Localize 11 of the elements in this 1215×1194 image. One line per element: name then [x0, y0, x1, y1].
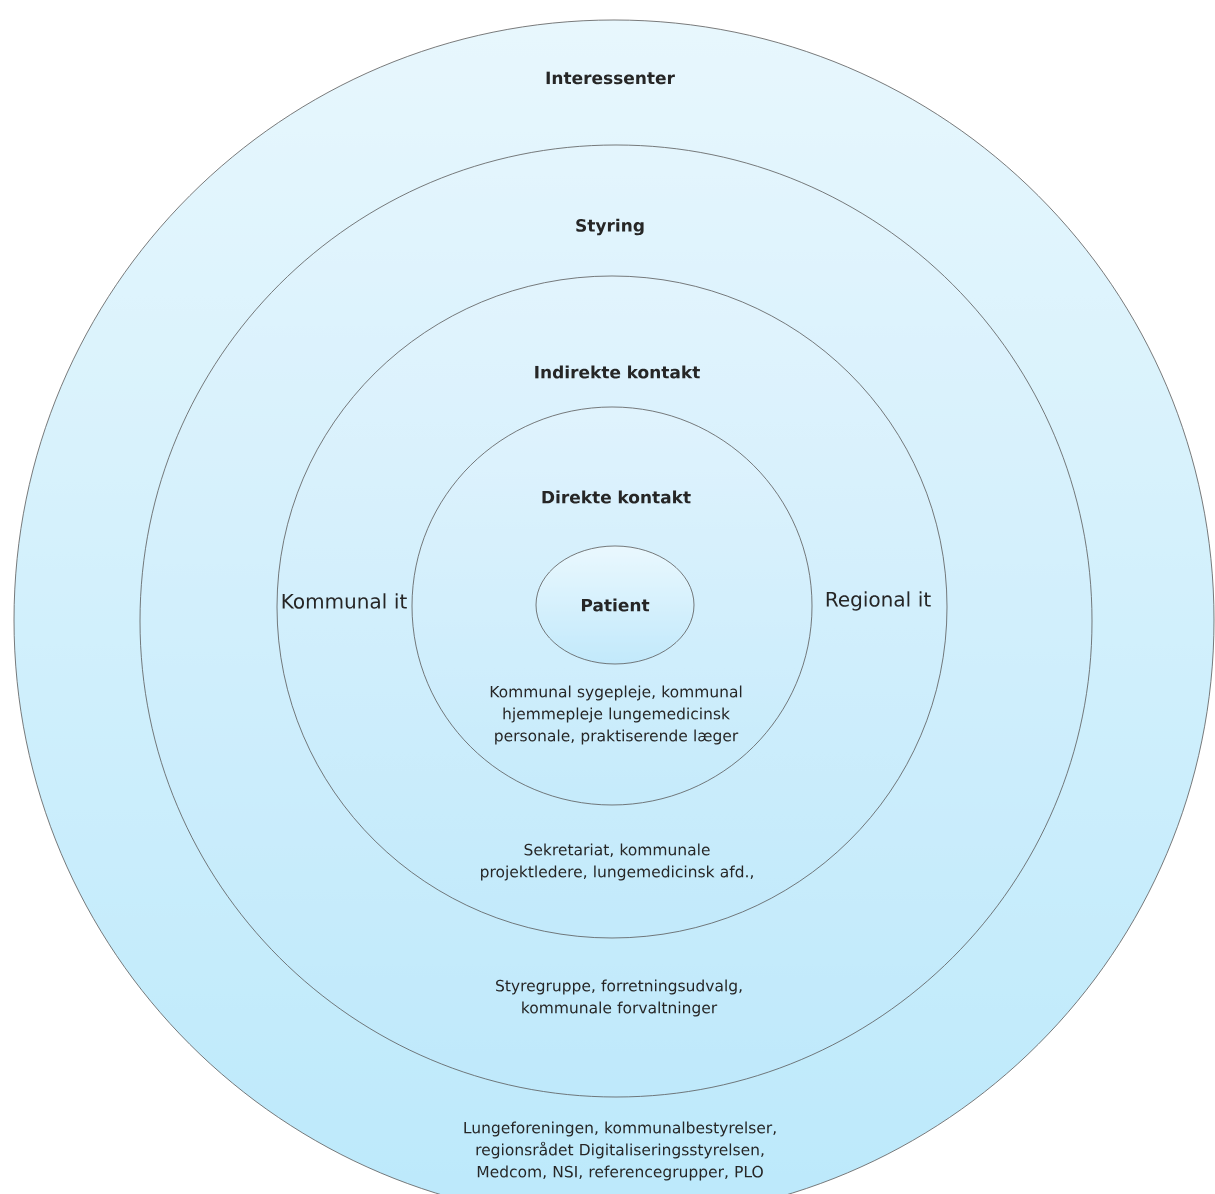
- ring-text: Styregruppe, forretningsudvalg, kommunale forvaltninger: [496, 979, 742, 1017]
- ring-heading: Patient: [582, 598, 650, 612]
- ring-heading: Styring: [576, 218, 644, 236]
- side-label: Kommunal it: [282, 593, 407, 609]
- ring-text: Kommunal sygepleje, kommunal hjemmepleje lungemedicinsk personale, praktiserende læger: [490, 685, 742, 745]
- ring-heading: Indirekte kontakt: [535, 365, 700, 379]
- ring-heading: Interessenter: [546, 71, 675, 85]
- side-label: Regional it: [826, 591, 931, 611]
- ring-text: Lungeforeningen, kommunalbestyrelser, regionsrådet Digitaliseringsstyrelsen, Medcom, NSI, referencegrupper, PLO: [464, 1121, 776, 1181]
- ring-heading: Direkte kontakt: [542, 490, 691, 504]
- ring-text: Sekretariat, kommunale projektledere, lungemedicinsk afd.,: [481, 843, 753, 881]
